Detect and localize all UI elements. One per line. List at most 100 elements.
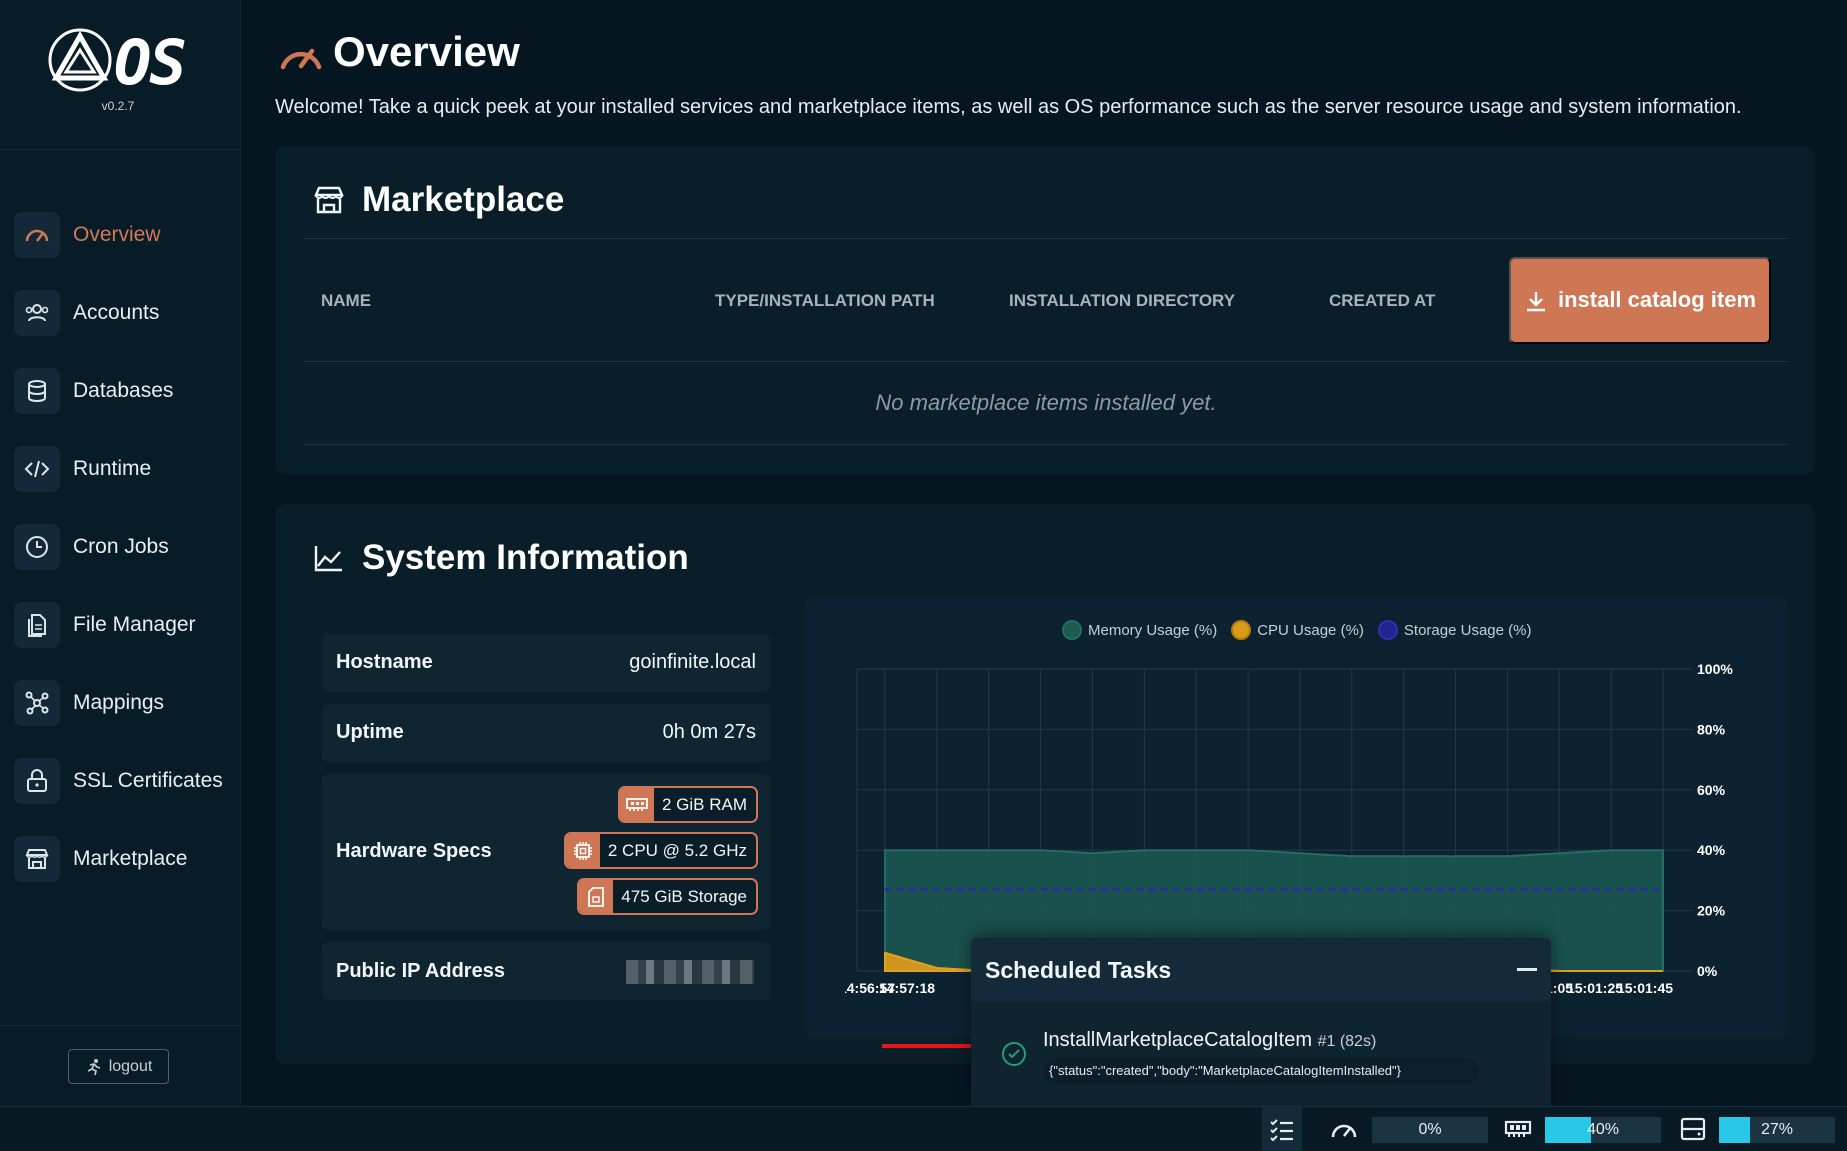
install-button-label: install catalog item xyxy=(1557,287,1757,313)
scheduled-tasks-panel: Scheduled Tasks InstallMarketplaceCatalo… xyxy=(971,938,1551,1106)
table-bottom-divider xyxy=(304,444,1788,445)
sidebar-item-overview[interactable]: Overview xyxy=(14,196,234,274)
legend-item-storage[interactable]: Storage Usage (%) xyxy=(1377,620,1532,640)
column-header-created-at: CREATED AT xyxy=(1329,291,1436,310)
sidebar-item-label: Overview xyxy=(73,223,161,246)
cpu-icon xyxy=(565,834,600,867)
code-icon xyxy=(14,446,60,492)
public-ip-value-redacted xyxy=(626,960,754,984)
sidebar-item-label: Databases xyxy=(73,379,174,402)
y-tick-label: 60% xyxy=(1697,782,1726,798)
memory-icon xyxy=(1504,1120,1532,1137)
sidebar-item-cron-jobs[interactable]: Cron Jobs xyxy=(14,508,234,586)
task-meta: #1 (82s) xyxy=(1317,1033,1377,1050)
sidebar-item-databases[interactable]: Databases xyxy=(14,352,234,430)
storage-icon xyxy=(1680,1117,1706,1141)
task-name: InstallMarketplaceCatalogItem xyxy=(1043,1029,1313,1051)
page-subtitle: Welcome! Take a quick peek at your insta… xyxy=(275,96,1742,118)
legend-label: Storage Usage (%) xyxy=(1403,621,1532,639)
empty-state-text: No marketplace items installed yet. xyxy=(875,390,1217,415)
memory-usage-value: 40% xyxy=(1586,1121,1620,1138)
hostname-value: goinfinite.local xyxy=(629,651,756,673)
sidebar-item-marketplace[interactable]: Marketplace xyxy=(14,820,234,898)
sidebar-item-ssl-certificates[interactable]: SSL Certificates xyxy=(14,742,234,820)
memory-usage-fill xyxy=(1545,1117,1592,1143)
column-header-directory: INSTALLATION DIRECTORY xyxy=(1009,291,1236,310)
files-icon xyxy=(14,602,60,648)
x-tick-label: 14:57:18 xyxy=(879,980,935,996)
scheduled-tasks-toggle-button[interactable] xyxy=(1262,1107,1302,1151)
task-item[interactable]: InstallMarketplaceCatalogItem #1 (82s) xyxy=(1043,1029,1376,1052)
task-output: {"status":"created","body":"MarketplaceC… xyxy=(1043,1058,1479,1084)
y-tick-label: 40% xyxy=(1697,842,1726,858)
check-circle-icon xyxy=(1002,1042,1026,1066)
cpu-usage-value: 0% xyxy=(1418,1121,1442,1138)
column-header-type: TYPE/INSTALLATION PATH xyxy=(715,291,935,310)
logo[interactable]: OS v0.2.7 xyxy=(0,24,241,119)
table-header-divider xyxy=(304,361,1788,362)
y-tick-label: 20% xyxy=(1697,903,1726,919)
y-tick-label: 80% xyxy=(1697,721,1726,737)
cpu-usage-meter: 0% xyxy=(1372,1117,1488,1143)
legend-label: CPU Usage (%) xyxy=(1257,621,1364,639)
x-tick-label: 14:56:57 xyxy=(845,980,895,996)
sidebar-item-file-manager[interactable]: File Manager xyxy=(14,586,234,664)
sidebar-item-label: Accounts xyxy=(73,301,160,324)
store-icon xyxy=(314,186,344,214)
sd-card-icon xyxy=(579,880,614,913)
y-tick-label: 100% xyxy=(1697,661,1733,677)
public-ip-row: Public IP Address xyxy=(322,942,770,1000)
legend-swatch xyxy=(1377,620,1398,640)
ram-value: 2 GiB RAM xyxy=(661,794,747,814)
legend-label: Memory Usage (%) xyxy=(1088,621,1218,639)
storage-value: 475 GiB Storage xyxy=(621,886,747,906)
install-catalog-item-button[interactable]: install catalog item xyxy=(1509,257,1771,344)
triangle-logo-icon xyxy=(48,28,112,92)
area-chart-icon xyxy=(314,546,342,572)
gauge-icon xyxy=(14,212,60,258)
storage-badge: 475 GiB Storage xyxy=(577,878,758,915)
clock-icon xyxy=(14,524,60,570)
public-ip-label: Public IP Address xyxy=(336,960,505,982)
x-tick-label: 15:01:25 xyxy=(1567,980,1623,996)
hostname-row: Hostname goinfinite.local xyxy=(322,634,770,692)
cpu-value: 2 CPU @ 5.2 GHz xyxy=(607,840,747,860)
legend-item-cpu[interactable]: CPU Usage (%) xyxy=(1231,620,1364,640)
legend-swatch xyxy=(1231,620,1252,640)
users-icon xyxy=(14,290,60,336)
lock-icon xyxy=(14,758,60,804)
scheduled-tasks-title: Scheduled Tasks xyxy=(985,957,1172,983)
ram-badge: 2 GiB RAM xyxy=(617,786,758,823)
marketplace-divider xyxy=(304,238,1788,239)
marketplace-title: Marketplace xyxy=(362,180,565,219)
legend-swatch xyxy=(1062,620,1082,640)
memory-icon xyxy=(619,788,654,821)
column-header-name: NAME xyxy=(321,291,372,310)
uptime-row: Uptime 0h 0m 27s xyxy=(322,704,770,762)
sidebar-item-label: Runtime xyxy=(73,457,152,480)
minimize-icon[interactable] xyxy=(1517,968,1537,971)
sidebar-item-label: File Manager xyxy=(73,613,196,636)
sidebar-item-label: SSL Certificates xyxy=(73,769,223,792)
logout-label: logout xyxy=(108,1057,153,1075)
sidebar-item-label: Marketplace xyxy=(73,847,188,870)
page-title: Overview xyxy=(333,28,520,75)
gauge-icon xyxy=(280,48,322,70)
y-tick-label: 0% xyxy=(1697,963,1718,979)
hardware-specs-label: Hardware Specs xyxy=(336,840,492,862)
logo-text: OS xyxy=(114,26,187,99)
scheduled-tasks-header[interactable]: Scheduled Tasks xyxy=(971,938,1551,1001)
sidebar-item-mappings[interactable]: Mappings xyxy=(14,664,234,742)
logout-button[interactable]: logout xyxy=(68,1049,169,1084)
task-list-icon xyxy=(1270,1118,1293,1141)
storage-usage-value: 27% xyxy=(1760,1121,1794,1138)
gauge-icon xyxy=(1331,1124,1357,1138)
sidebar-item-runtime[interactable]: Runtime xyxy=(14,430,234,508)
system-information-title: System Information xyxy=(362,538,689,577)
legend-item-memory[interactable]: Memory Usage (%) xyxy=(1062,620,1217,640)
sidebar-nav: Overview Accounts Databases Runtime Cron… xyxy=(14,196,234,898)
storage-usage-fill xyxy=(1719,1117,1751,1143)
sidebar-item-accounts[interactable]: Accounts xyxy=(14,274,234,352)
uptime-value: 0h 0m 27s xyxy=(662,721,756,743)
sidebar-divider xyxy=(0,1025,241,1026)
